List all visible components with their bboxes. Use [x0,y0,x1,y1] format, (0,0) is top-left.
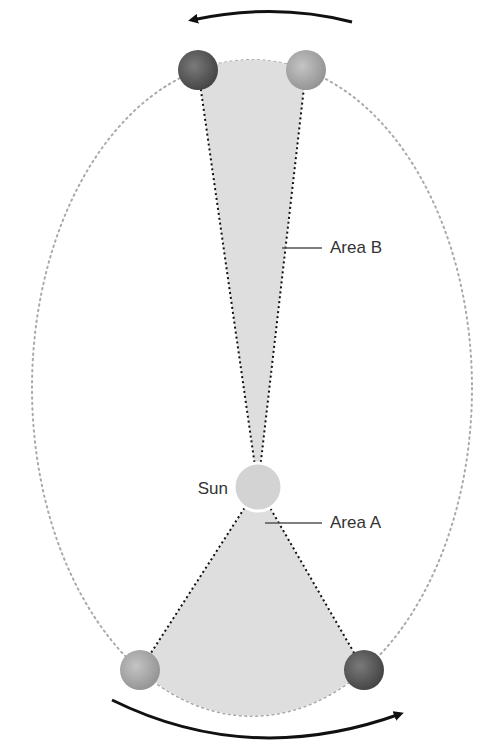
area-label: Area A [330,513,381,533]
planet [286,50,326,90]
area-b-sector [198,60,306,487]
planet [344,650,384,690]
motion-arrow [112,700,400,738]
leader-line [265,522,322,524]
area-label: Area B [330,238,382,258]
sun-circle [234,463,282,511]
leader-line [282,247,322,249]
sun-label: Sun [198,479,228,499]
planet [120,650,160,690]
planet [178,50,218,90]
orbit-ellipse [32,60,472,716]
sector-edges [140,70,364,670]
motion-arrow [192,11,352,22]
